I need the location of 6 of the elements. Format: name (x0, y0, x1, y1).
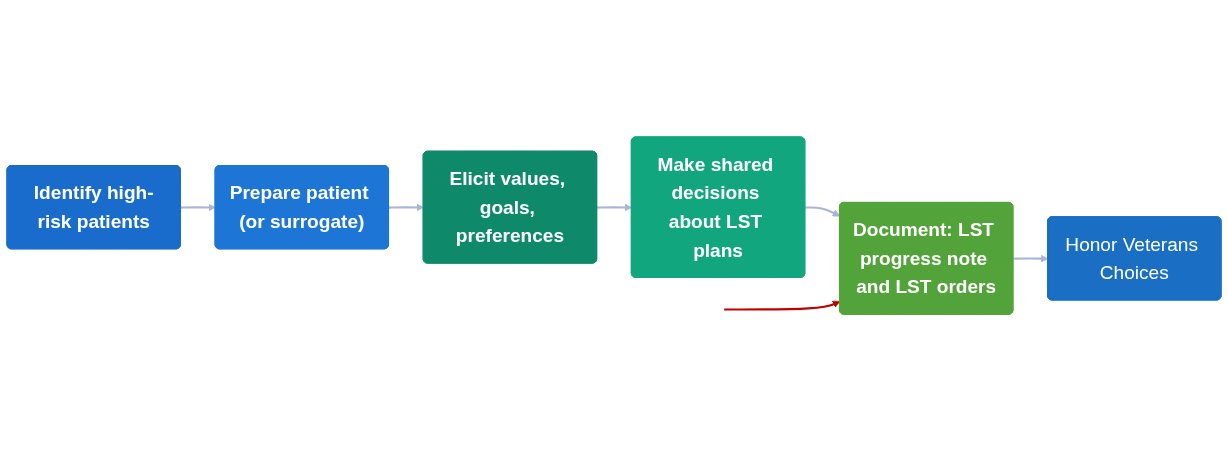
arrow (180, 203, 216, 211)
arrow (1013, 254, 1049, 263)
arrow (597, 203, 633, 211)
arrow (388, 203, 424, 211)
arrow (724, 300, 841, 311)
arrow (805, 206, 841, 217)
